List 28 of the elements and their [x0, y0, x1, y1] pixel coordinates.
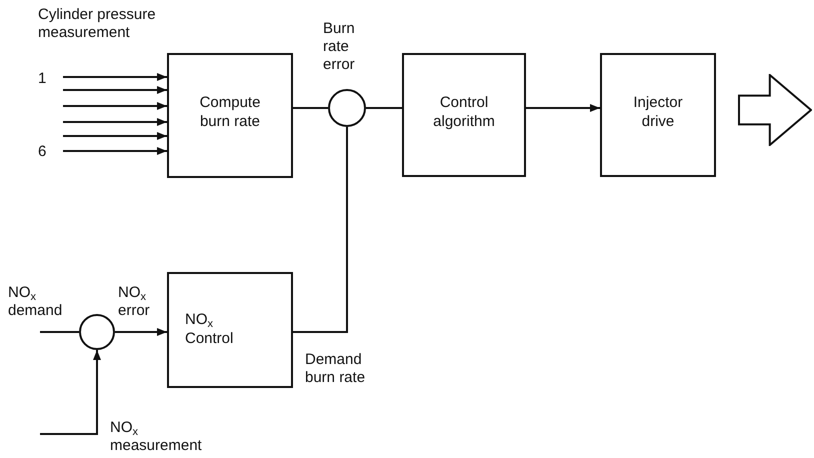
connector-arrow: [63, 147, 167, 155]
signal-label: NO$_{x}$ error: [118, 284, 151, 320]
process-box: [167, 272, 293, 388]
summing-junction: [328, 89, 366, 127]
connector-arrow: [63, 73, 167, 81]
box-label: Control algorithm: [432, 93, 496, 131]
box-label: Injector drive: [632, 93, 684, 131]
connector-arrow: [63, 132, 167, 140]
signal-label: Demand burn rate: [305, 351, 366, 387]
connector-arrow: [63, 102, 167, 110]
signal-label: Burn rate error: [323, 20, 356, 74]
box-label: NO$_{x}$ Control: [185, 310, 234, 348]
output-arrow: [738, 74, 812, 146]
process-box: [402, 53, 526, 177]
signal-label: 1: [38, 70, 48, 88]
signal-label: NO$_{x}$ demand: [8, 284, 64, 320]
process-box: [600, 53, 716, 177]
box-label: Compute burn rate: [198, 93, 262, 131]
connector-arrow: [63, 86, 167, 94]
connector-arrow: [63, 118, 167, 126]
connector-arrow: [115, 328, 167, 336]
connector-arrow: [526, 104, 600, 112]
connector-arrow: [40, 350, 101, 435]
signal-label: NO$_{x}$ measurement: [110, 419, 203, 455]
summing-junction: [79, 314, 115, 350]
process-box: [167, 53, 293, 178]
signal-label: Cylinder pressure measurement: [38, 6, 157, 42]
signal-label: 6: [38, 143, 48, 161]
